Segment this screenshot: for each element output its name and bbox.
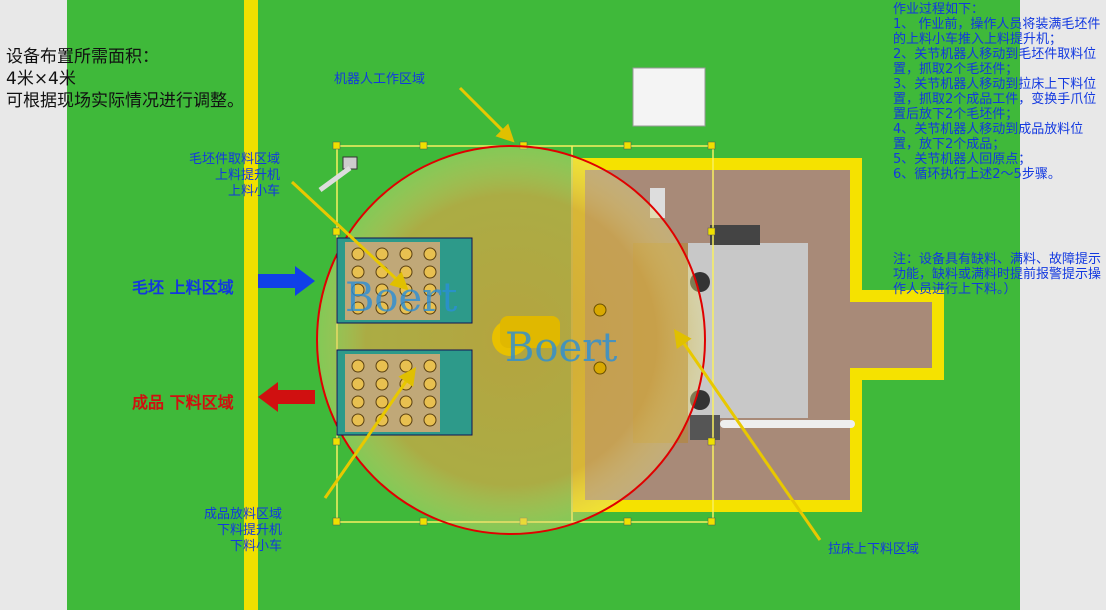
blank-pick-line-1: 毛坯件取料区域 <box>188 152 280 167</box>
fence-posts <box>332 141 716 526</box>
watermark: Boert <box>505 325 618 371</box>
workpieces <box>351 247 437 427</box>
area-note: 设备布置所需面积： 4米×4米 可根据现场实际情况进行调整。 <box>6 46 244 112</box>
workpiece <box>399 395 413 409</box>
lifter-device <box>318 156 358 193</box>
workpiece <box>375 301 389 315</box>
workpiece <box>375 283 389 297</box>
process-step: 1、 作业前，操作人员将装满毛坯件的上料小车推入上料提升机； <box>893 17 1101 47</box>
process-description: 作业过程如下： 1、 作业前，操作人员将装满毛坯件的上料小车推入上料提升机； 2… <box>893 2 1103 182</box>
workpiece <box>399 413 413 427</box>
watermark: Boert <box>345 275 458 321</box>
workpiece <box>399 247 413 261</box>
unload-zone-label: 成品 下料区域 <box>132 393 234 412</box>
control-cabinet <box>632 67 706 127</box>
workpiece <box>351 413 365 427</box>
workpiece <box>423 301 437 315</box>
finished-line-2: 下料提升机 <box>216 523 282 538</box>
workpiece <box>375 395 389 409</box>
blank-pick-line-3: 上料小车 <box>227 184 280 199</box>
workpiece <box>375 359 389 373</box>
lathe-zone-label: 拉床上下料区域 <box>828 542 920 557</box>
robot <box>492 303 607 375</box>
workpiece <box>351 283 365 297</box>
workpiece <box>423 265 437 279</box>
workpiece <box>399 301 413 315</box>
process-step: 2、关节机器人移动到毛坯件取料位置，抓取2个毛坯件； <box>893 47 1097 77</box>
robot-zone-label: 机器人工作区域 <box>334 72 426 87</box>
finished-line-1: 成品放料区域 <box>203 507 282 522</box>
workpiece <box>423 247 437 261</box>
workpiece <box>423 377 437 391</box>
load-zone-label: 毛坯 上料区域 <box>132 278 234 297</box>
area-line-2: 4米×4米 <box>6 69 76 89</box>
workpiece <box>351 359 365 373</box>
workpiece <box>351 395 365 409</box>
process-note: 注：设备具有缺料、满料、故障提示功能，缺料或满料时提前报警提示操作人员进行上下料… <box>893 252 1102 297</box>
workpiece <box>351 377 365 391</box>
workpiece <box>423 283 437 297</box>
area-line-1: 设备布置所需面积： <box>6 47 159 67</box>
blank-pick-label: 毛坯件取料区域 上料提升机 上料小车 <box>168 152 280 200</box>
process-step: 6、循环执行上述2～5步骤。 <box>893 167 1061 182</box>
workpiece <box>399 359 413 373</box>
yellow-floor-stripe <box>244 0 258 610</box>
unload-arrow <box>258 382 315 412</box>
process-step: 3、关节机器人移动到拉床上下料位置，抓取2个成品工件，变换手爪位置后放下2个毛坯… <box>893 77 1097 122</box>
workpiece <box>423 413 437 427</box>
workpiece <box>351 265 365 279</box>
workpiece <box>351 247 365 261</box>
workpiece <box>423 359 437 373</box>
left-margin <box>0 0 67 610</box>
blank-pick-line-2: 上料提升机 <box>214 168 280 183</box>
process-title: 作业过程如下： <box>893 2 985 17</box>
finished-line-3: 下料小车 <box>229 539 282 554</box>
pointer-arrows <box>290 86 822 541</box>
area-line-3: 可根据现场实际情况进行调整。 <box>6 91 244 111</box>
workpiece <box>423 395 437 409</box>
workpiece <box>375 247 389 261</box>
finished-place-label: 成品放料区域 下料提升机 下料小车 <box>170 507 282 555</box>
process-step: 4、关节机器人移动到成品放料位置，放下2个成品； <box>893 122 1084 152</box>
workpiece <box>351 301 365 315</box>
workpiece <box>375 377 389 391</box>
load-arrow <box>258 266 315 296</box>
process-step: 5、关节机器人回原点； <box>893 152 1032 167</box>
right-margin <box>1020 0 1106 610</box>
